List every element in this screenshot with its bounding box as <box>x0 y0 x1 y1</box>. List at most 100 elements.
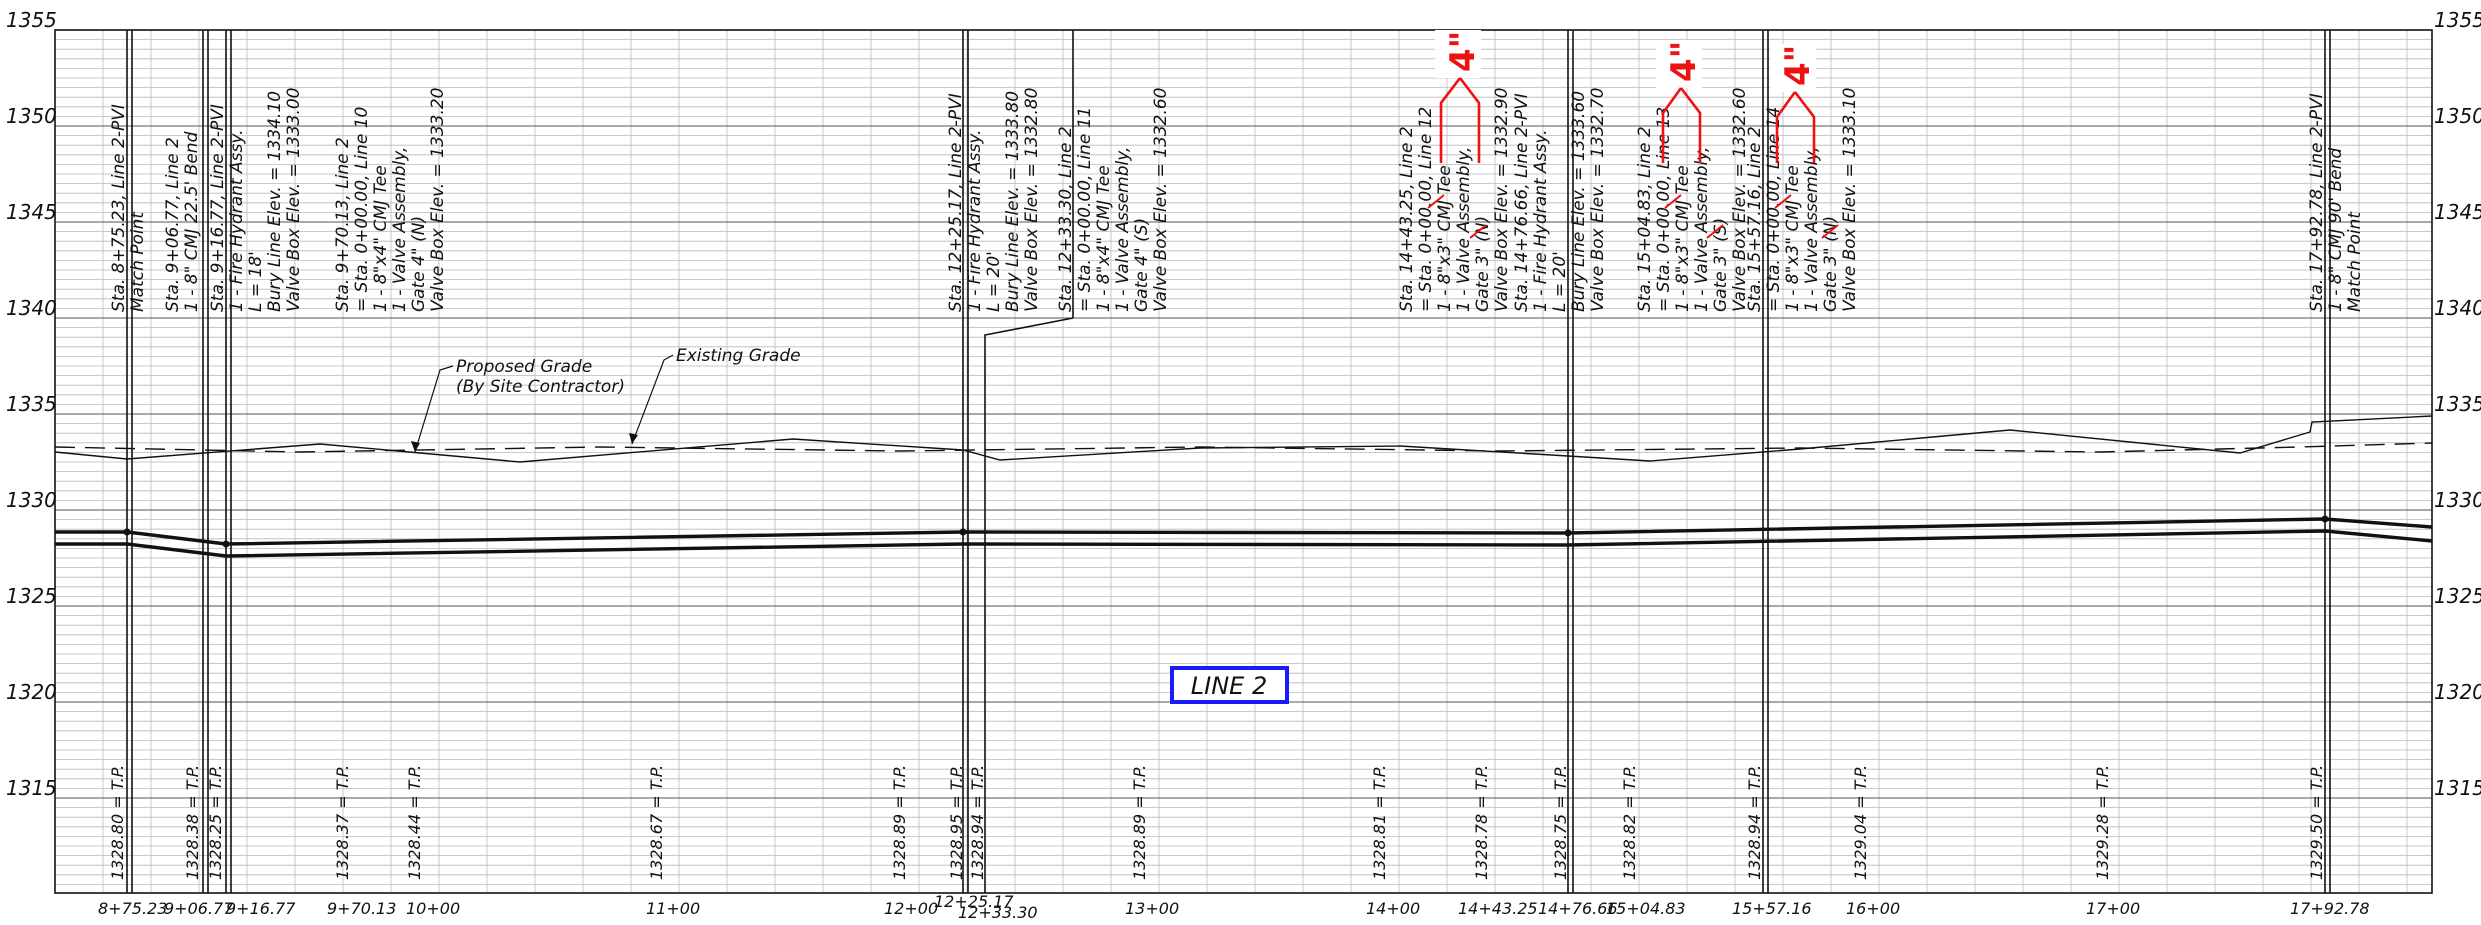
red-mark-text: 4" <box>1664 41 1704 82</box>
callout-line: Valve Box Elev. = 1332.90 <box>1492 88 1512 313</box>
callout-line: 1 - 8"x3" CMJ Tee <box>1783 165 1803 312</box>
callout-line: = Sta. 0+00.00, Line 13 <box>1654 107 1674 312</box>
callout-sta-9-06-77: Sta. 9+06.77, Line 2 1 - 8" CMJ 22.5' Be… <box>163 131 202 312</box>
station-label: 11+00 <box>646 899 700 918</box>
line-title-text: LINE 2 <box>1191 672 1267 700</box>
tp-label: 1328.94 = T.P. <box>968 765 987 880</box>
callout-line: Sta. 8+75.23, Line 2-PVI <box>109 104 129 312</box>
tp-label: 1329.50 = T.P. <box>2307 765 2326 880</box>
proposed-grade-arrowhead <box>411 441 420 452</box>
callout-line: = Sta. 0+00.00, Line 14 <box>1764 107 1784 312</box>
callout-line: L = 20' <box>984 251 1004 312</box>
tp-label: 1328.78 = T.P. <box>1472 765 1491 880</box>
elev-right-1335: 1335 <box>2434 392 2481 416</box>
pipe-node <box>2321 515 2329 523</box>
red-mark-text: 4" <box>1778 45 1818 86</box>
red-strike <box>1427 194 1445 209</box>
callout-sta-14-43-25: Sta. 14+43.25, Line 2 = Sta. 0+00.00, Li… <box>1397 88 1512 313</box>
callout-line: Valve Box Elev. = 1332.60 <box>1151 88 1171 313</box>
station-label: 12+25.17 <box>934 892 1014 911</box>
callout-line: Valve Box Elev. = 1332.70 <box>1588 88 1608 313</box>
callout-sta-9-70-13: Sta. 9+70.13, Line 2 = Sta. 0+00.00, Lin… <box>333 88 448 313</box>
station-label: 17+92.78 <box>2290 899 2370 918</box>
callout-line: Sta. 15+04.83, Line 2 <box>1635 126 1655 312</box>
pipe-node <box>1564 529 1572 537</box>
existing-grade-line <box>54 415 2433 463</box>
station-label: 8+75.23 <box>98 899 167 918</box>
elev-right-1345: 1345 <box>2434 200 2481 224</box>
callout-line: 1 - Valve Assembly, <box>1113 147 1133 312</box>
callout-line: 1 - Fire Hydrant Assy. <box>965 130 985 312</box>
station-label: 14+00 <box>1366 899 1420 918</box>
callout-line: Valve Box Elev. = 1333.20 <box>428 88 448 313</box>
red-mark-leader <box>1775 91 1797 163</box>
elev-right-1325: 1325 <box>2434 584 2481 608</box>
station-label: 14+76.66 <box>1538 899 1618 918</box>
station-label: 15+04.83 <box>1606 899 1686 918</box>
callout-sta-15-57-16: Sta. 15+57.16, Line 2 = Sta. 0+00.00, Li… <box>1745 88 1860 313</box>
station-label: 10+00 <box>406 899 460 918</box>
minor-grid <box>54 30 2432 893</box>
callout-line: Sta. 9+16.77, Line 2-PVI <box>208 104 228 312</box>
callout-line: 1 - Valve Assembly, <box>1802 147 1822 312</box>
tp-label: 1329.04 = T.P. <box>1851 765 1870 880</box>
fitting-lines <box>126 30 2331 893</box>
callout-line: Gate 3" (N) <box>1473 216 1493 312</box>
elev-left-1345: 1345 <box>6 200 57 224</box>
callout-line: Match Point <box>128 211 148 312</box>
callout-line: Gate 3" (N) <box>1821 216 1841 312</box>
callout-line: Bury Line Elev. = 1334.10 <box>265 91 285 312</box>
red-strike <box>1774 194 1792 209</box>
callout-line: 1 - Valve Assembly, <box>1692 147 1712 312</box>
pipe-node <box>959 528 967 536</box>
callout-line: 1 - Valve Assembly, <box>1454 147 1474 312</box>
elev-right-1340: 1340 <box>2434 296 2481 320</box>
callout-line: 1 - 8"x3" CMJ Tee <box>1673 165 1693 312</box>
callout-line: L = 18' <box>246 251 266 312</box>
tp-label: 1328.81 = T.P. <box>1370 765 1389 880</box>
red-mark-text: 4" <box>1443 31 1483 72</box>
station-label: 12+00 <box>884 899 938 918</box>
station-label: 9+06.77 <box>164 899 234 918</box>
red-strike <box>1664 194 1682 209</box>
callout-line: = Sta. 0+00.00, Line 12 <box>1416 107 1436 312</box>
tp-label: 1328.37 = T.P. <box>333 765 352 880</box>
callout-sta-8-75-23: Sta. 8+75.23, Line 2-PVI Match Point <box>109 104 148 312</box>
station-label: 13+00 <box>1125 899 1179 918</box>
callout-line: = Sta. 0+00.00, Line 10 <box>352 107 372 312</box>
tp-label: 1329.28 = T.P. <box>2093 765 2112 880</box>
callout-line: Sta. 12+25.17, Line 2-PVI <box>946 93 966 312</box>
callout-line: Sta. 9+70.13, Line 2 <box>333 137 353 312</box>
tp-label: 1328.80 = T.P. <box>108 765 127 880</box>
callout-line: 1 - Valve Assembly, <box>390 147 410 312</box>
elev-left-1340: 1340 <box>6 296 57 320</box>
callout-sta-15-04-83: Sta. 15+04.83, Line 2 = Sta. 0+00.00, Li… <box>1635 88 1750 313</box>
red-mark-leader <box>1458 77 1481 163</box>
elev-right-1320: 1320 <box>2434 680 2481 704</box>
tp-label: 1328.89 = T.P. <box>890 765 909 880</box>
red-mark-leader <box>1793 91 1816 163</box>
red-mark-leader <box>1661 87 1683 163</box>
callout-line: 1 - 8"x4" CMJ Tee <box>1094 165 1114 312</box>
red-mark-background <box>1770 44 1816 92</box>
tp-label: 1328.82 = T.P. <box>1620 765 1639 880</box>
tp-label: 1328.95 = T.P. <box>947 765 966 880</box>
callout-line: 1 - 8" CMJ 90' Bend <box>2326 148 2346 312</box>
proposed-grade-label-1: Proposed Grade <box>456 357 592 377</box>
red-markups: 4" 4" 4" <box>1427 30 1839 239</box>
red-strike <box>1821 224 1839 239</box>
elev-left-1325: 1325 <box>6 584 57 608</box>
elev-right-1315: 1315 <box>2434 776 2481 800</box>
callout-line: 1 - 8"x4" CMJ Tee <box>371 165 391 312</box>
elev-right-1350: 1350 <box>2434 104 2481 128</box>
callout-line: 1 - 8" CMJ 22.5' Bend <box>182 131 202 312</box>
callout-line: Gate 3" (S) <box>1711 218 1731 312</box>
tp-label: 1328.38 = T.P. <box>183 765 202 880</box>
station-label: 17+00 <box>2086 899 2140 918</box>
existing-grade-label: Existing Grade <box>676 346 801 366</box>
station-label: 15+57.16 <box>1732 899 1812 918</box>
tp-label: 1328.67 = T.P. <box>647 765 666 880</box>
red-mark-background <box>1435 30 1481 78</box>
